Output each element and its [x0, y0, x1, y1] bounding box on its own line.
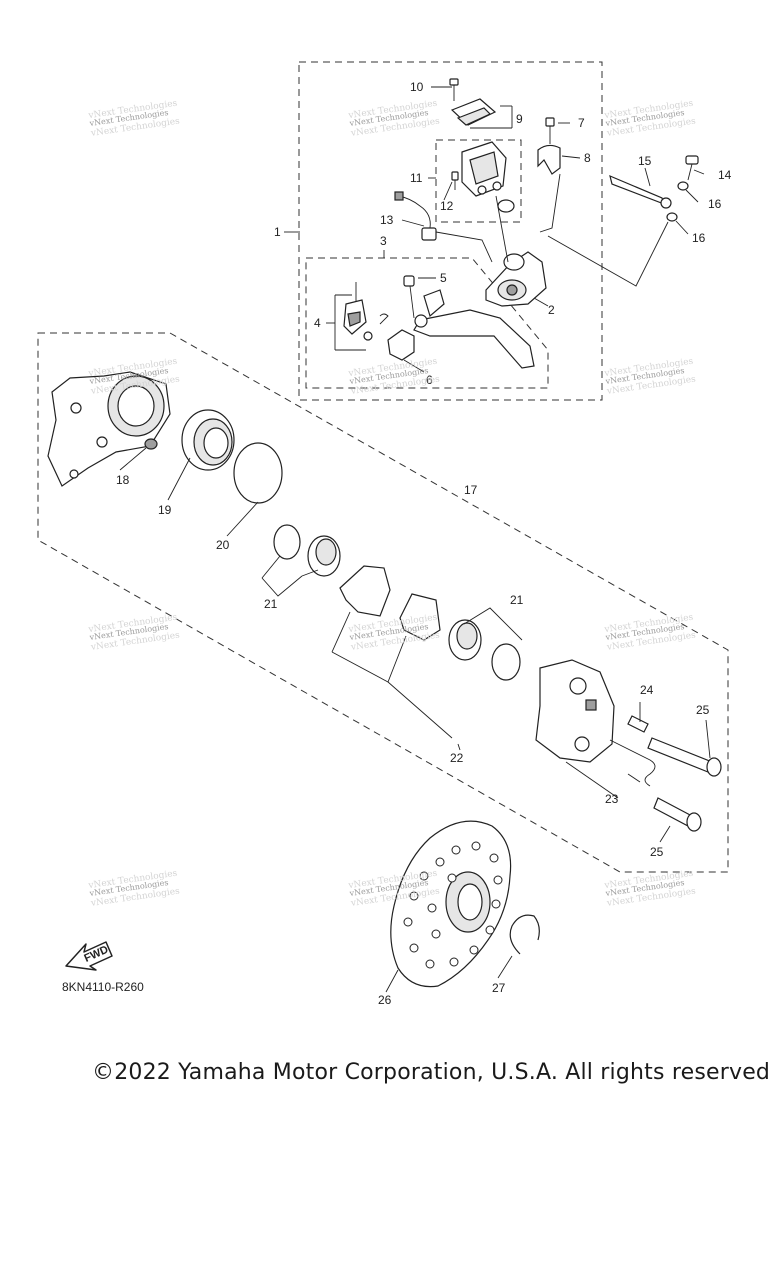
pad-pin-clip — [609, 739, 656, 787]
reservoir-small-screw — [451, 171, 459, 190]
caliper-parts — [47, 371, 722, 832]
callout-20: 20 — [216, 538, 230, 552]
piston-seal-right — [491, 643, 521, 681]
callout-12: 12 — [440, 199, 454, 213]
copper-washer-lower — [666, 212, 678, 222]
piston-seal-left — [273, 524, 301, 560]
callout-25-lower: 25 — [650, 845, 664, 859]
callout-10: 10 — [410, 80, 424, 94]
master-cylinder-holder — [537, 144, 561, 175]
fwd-arrow-icon: FWD — [65, 941, 113, 971]
callout-13: 13 — [380, 213, 394, 227]
callout-27: 27 — [492, 981, 506, 995]
callout-8: 8 — [584, 151, 591, 165]
callout-6: 6 — [426, 373, 433, 387]
group-box-3-lever — [305, 257, 549, 389]
group-box-11-reservoir — [435, 139, 522, 223]
callout-1: 1 — [274, 225, 281, 239]
callout-19: 19 — [158, 503, 172, 517]
caliper-bolt-lower — [653, 797, 702, 832]
reservoir-body — [461, 141, 507, 197]
callout-5: 5 — [440, 271, 447, 285]
callout-17: 17 — [464, 483, 478, 497]
callout-11: 11 — [410, 171, 423, 185]
callout-21-right: 21 — [510, 593, 524, 607]
piston-right — [448, 619, 482, 661]
callout-2: 2 — [548, 303, 555, 317]
piston-left — [307, 535, 341, 577]
callout-18: 18 — [116, 473, 130, 487]
copyright-notice: ©2022 Yamaha Motor Corporation, U.S.A. A… — [92, 1060, 768, 1085]
reservoir-cap — [450, 98, 497, 126]
callout-4: 4 — [314, 316, 321, 330]
callout-16-upper: 16 — [708, 197, 722, 211]
brake-disc — [390, 820, 512, 988]
callout-numbers: 10 9 7 8 11 12 13 15 14 16 16 1 3 5 4 2 … — [116, 80, 732, 1007]
lever-pivot-nut — [387, 329, 415, 361]
caliper-piston-large — [181, 409, 235, 471]
bleed-screw — [627, 715, 649, 733]
callout-25-upper: 25 — [696, 703, 710, 717]
brake-light-switch — [394, 191, 437, 241]
diagram-part-code: 8KN4110-R260 — [62, 980, 144, 994]
callout-24: 24 — [640, 683, 654, 697]
group-box-17-caliper — [37, 332, 729, 873]
callout-9: 9 — [516, 112, 523, 126]
copper-washer-upper — [677, 181, 689, 191]
callout-21-left: 21 — [264, 597, 278, 611]
callout-14: 14 — [718, 168, 732, 182]
small-seal — [144, 438, 158, 450]
callout-7: 7 — [578, 116, 585, 130]
reservoir-cap-screw — [449, 78, 459, 101]
master-cylinder-body — [485, 251, 547, 307]
circlip — [509, 914, 540, 955]
brake-pad-outer — [339, 565, 391, 617]
caliper-bolt-upper — [647, 737, 722, 777]
callout-16-lower: 16 — [692, 231, 706, 245]
lever-adjuster — [343, 282, 389, 341]
leader-lines — [119, 86, 711, 993]
union-bolt — [685, 155, 699, 181]
caliper-bracket-housing — [47, 371, 171, 487]
holder-bolt — [545, 117, 555, 144]
callout-3: 3 — [380, 234, 387, 248]
brake-pad-inner — [399, 593, 441, 641]
callout-23: 23 — [605, 792, 619, 806]
callout-22: 22 — [450, 751, 464, 765]
piston-seal-ring — [233, 442, 283, 504]
brake-hose — [609, 174, 672, 209]
reservoir-oring — [497, 199, 515, 213]
callout-15: 15 — [638, 154, 652, 168]
lever-pivot-bolt — [403, 275, 415, 319]
caliper-half — [535, 659, 615, 763]
group-box-1-master-cylinder — [298, 61, 603, 401]
callout-26: 26 — [378, 993, 392, 1007]
master-cylinder-parts — [343, 78, 699, 369]
brake-lever — [413, 289, 535, 369]
